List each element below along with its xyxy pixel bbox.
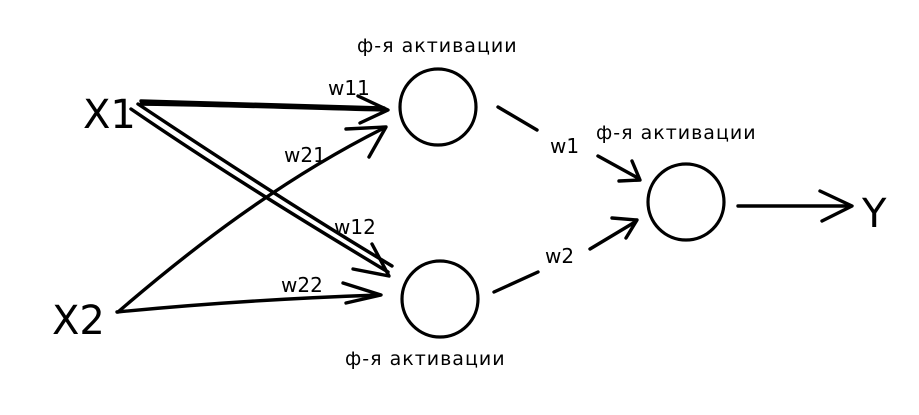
weight-w22-label: w22	[281, 273, 323, 297]
output-neuron	[646, 162, 726, 242]
input-x1-label: X1	[83, 92, 136, 138]
activation-label-hidden-top: ф-я активации	[357, 35, 518, 57]
edge-hidden-bottom-to-output	[492, 216, 639, 294]
edge-x2-to-hidden-bottom	[115, 281, 383, 314]
weight-w12-label: w12	[334, 215, 376, 239]
output-y-label: Y	[861, 191, 887, 237]
hidden-neuron-bottom	[400, 259, 480, 339]
edge-x2-to-hidden-top	[116, 125, 388, 314]
activation-label-hidden-bottom: ф-я активации	[345, 348, 506, 370]
weight-w21-label: w21	[284, 143, 326, 167]
weight-w2-label: w2	[545, 244, 574, 268]
edge-x1-to-hidden-top	[139, 94, 390, 125]
edge-x1-to-hidden-bottom	[129, 102, 394, 278]
edge-output-to-y	[736, 189, 854, 223]
edge-hidden-top-to-output	[496, 105, 642, 183]
input-x2-label: X2	[52, 298, 105, 344]
weight-w1-label: w1	[550, 134, 579, 158]
activation-label-output: ф-я активации	[596, 122, 757, 144]
hidden-neuron-top	[398, 67, 478, 147]
weight-w11-label: w11	[328, 76, 370, 100]
